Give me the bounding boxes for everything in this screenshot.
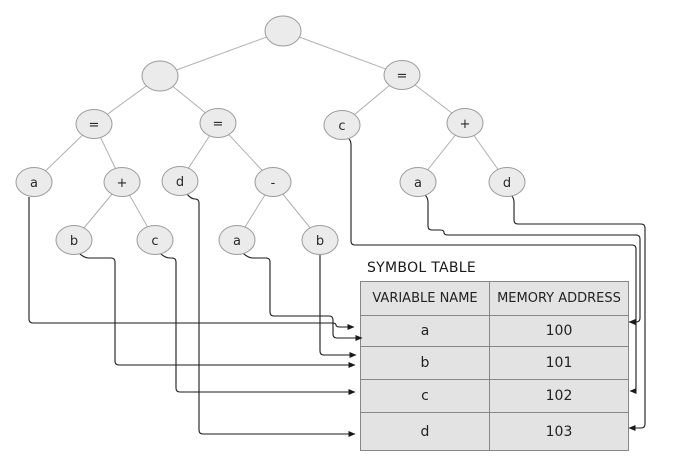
node-label: = [213,117,224,132]
node-circle [199,108,237,138]
node-circle [264,15,302,47]
node-circle [136,225,174,255]
tree-node-var-c-1: c [136,225,174,255]
cell-address-101: 101 [489,346,629,380]
arrow-a-left-to-row-a [28,197,355,330]
symbol-table: VARIABLE NAME MEMORY ADDRESS a 100 b 101… [360,281,629,451]
node-label: b [316,234,324,249]
node-circle [218,225,256,255]
node-label: = [89,118,100,133]
tree-node-assign-left: = [75,109,113,139]
tree-node-var-d-1: d [161,166,199,196]
node-circle [254,167,292,197]
edge [464,122,508,183]
cell-variable-a: a [360,315,490,347]
tree-node-plus-right: + [446,108,484,138]
node-label: + [460,117,471,132]
tree-node-inner-empty [141,60,179,92]
arrow-d-left-to-row-d [186,193,356,437]
tree-edges [33,30,508,241]
cell-variable-b: b [360,346,490,380]
cell-address-103: 103 [489,412,629,451]
node-label: b [70,234,78,249]
edge [159,30,284,77]
edge [282,30,403,76]
node-label: = [397,69,408,84]
edge [417,122,466,183]
tree-node-var-c-right: c [323,110,361,140]
edge [73,181,123,241]
edge [159,75,219,124]
cell-variable-d: d [360,412,490,451]
tree-node-var-a-2: a [218,225,256,255]
node-circle [323,110,361,140]
tree-nodes: = = = c + a + [15,15,526,255]
node-circle [446,108,484,138]
node-circle [15,167,53,197]
edge [33,123,95,183]
cell-address-102: 102 [489,379,629,413]
edge [217,122,274,183]
tree-node-var-a-3: a [399,167,437,197]
node-label: a [30,176,38,191]
column-header-variable-name: VARIABLE NAME [360,281,490,316]
table-row-c: c 102 [360,379,629,413]
tree-node-var-a-1: a [15,167,53,197]
table-row-a: a 100 [360,315,629,347]
edge [93,75,161,125]
node-circle [488,167,526,197]
tree-node-plus-left: + [103,167,141,197]
node-label: d [176,175,184,190]
node-circle [103,167,141,197]
table-row-b: b 101 [360,346,629,380]
cell-address-100: 100 [489,315,629,347]
edge [179,122,219,182]
node-circle [161,166,199,196]
node-label: c [151,234,158,249]
node-label: c [338,119,345,134]
symbol-table-title: SYMBOL TABLE [367,260,477,276]
node-circle [75,109,113,139]
table-row-d: d 103 [360,412,629,451]
node-label: - [271,176,276,191]
node-label: a [414,176,422,191]
edge [272,181,321,241]
node-circle [399,167,437,197]
tree-node-assign-mid: = [199,108,237,138]
edge [401,74,466,124]
node-circle [301,225,339,255]
symbol-table-header-row: VARIABLE NAME MEMORY ADDRESS [360,281,629,316]
node-circle [383,60,421,90]
arrow-b-mid-to-row-b [319,255,357,358]
column-header-memory-address: MEMORY ADDRESS [489,281,629,316]
node-label: + [117,176,128,191]
tree-node-root-empty [264,15,302,47]
tree-node-var-b-2: b [301,225,339,255]
tree-node-var-b-1: b [55,225,93,255]
node-circle [141,60,179,92]
cell-variable-c: c [360,379,490,413]
arrow-a-mid-to-row-a [242,252,363,341]
arrow-b-left-to-row-b [78,252,356,368]
edge [341,74,403,126]
tree-node-minus: - [254,167,292,197]
arrow-c-left-to-row-c [159,252,356,395]
tree-node-assign-right: = [383,60,421,90]
edge [93,123,123,183]
edge [121,181,156,241]
node-label: a [233,234,241,249]
tree-node-var-d-2: d [488,167,526,197]
node-circle [55,225,93,255]
node-label: d [503,176,511,191]
edge [236,181,274,241]
